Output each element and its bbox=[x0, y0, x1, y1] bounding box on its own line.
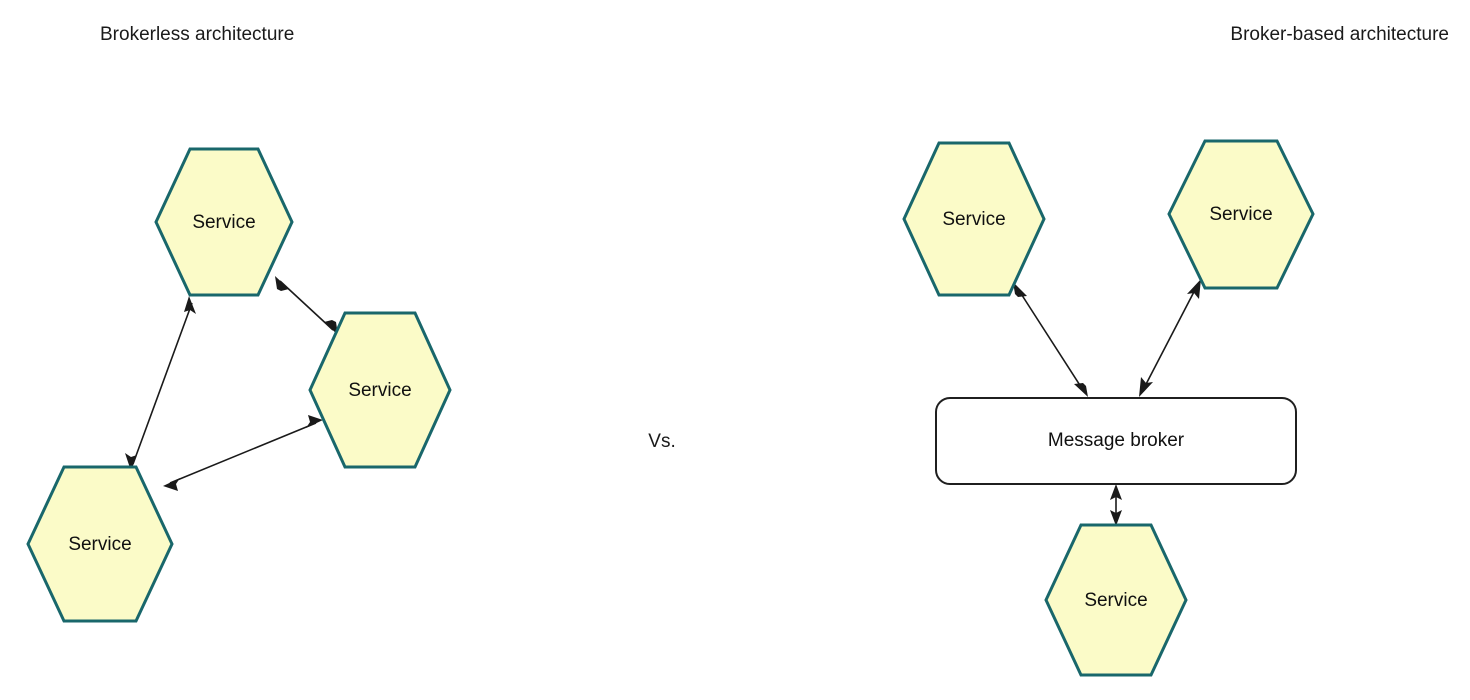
right-panel-title: Broker-based architecture bbox=[1230, 24, 1449, 45]
service-node-left-right-cluster[interactable]: Service bbox=[902, 141, 1046, 297]
edge-top-to-bottom bbox=[125, 296, 196, 471]
brokerless-edges bbox=[125, 276, 338, 491]
edge-right-to-bottom bbox=[163, 415, 323, 491]
service-node-label: Service bbox=[1209, 204, 1272, 225]
service-node-label: Service bbox=[1084, 590, 1147, 611]
hexagon-shape bbox=[308, 311, 452, 469]
service-node-label: Service bbox=[68, 534, 131, 555]
message-broker-node[interactable]: Message broker bbox=[935, 397, 1297, 485]
service-node-top-left-cluster[interactable]: Service bbox=[154, 147, 294, 297]
edge-broker-to-bottom-service bbox=[1110, 484, 1122, 526]
service-node-label: Service bbox=[192, 212, 255, 233]
hexagon-shape bbox=[26, 465, 174, 623]
edge-left-service-to-broker bbox=[1013, 282, 1088, 397]
message-broker-box bbox=[935, 397, 1297, 485]
service-node-bottom-right-cluster[interactable]: Service bbox=[1044, 523, 1188, 677]
hexagon-shape bbox=[1044, 523, 1188, 677]
broker-based-nodes: Service Service Service bbox=[902, 139, 1315, 677]
edge-right-service-to-broker bbox=[1139, 279, 1201, 397]
service-node-right-left-cluster[interactable]: Service bbox=[308, 311, 452, 469]
broker-based-edges bbox=[1013, 279, 1201, 526]
brokerless-nodes: Service Service Service bbox=[26, 147, 452, 623]
hexagon-shape bbox=[154, 147, 294, 297]
service-node-label: Service bbox=[942, 209, 1005, 230]
left-panel-title: Brokerless architecture bbox=[100, 24, 294, 45]
service-node-label: Service bbox=[348, 380, 411, 401]
hexagon-shape bbox=[902, 141, 1046, 297]
edge-top-to-right bbox=[275, 276, 338, 335]
hexagon-shape bbox=[1167, 139, 1315, 290]
vs-separator-label: Vs. bbox=[648, 431, 675, 452]
message-broker-label: Message broker bbox=[1048, 430, 1185, 451]
service-node-bottom-left-cluster[interactable]: Service bbox=[26, 465, 174, 623]
service-node-right-right-cluster[interactable]: Service bbox=[1167, 139, 1315, 290]
